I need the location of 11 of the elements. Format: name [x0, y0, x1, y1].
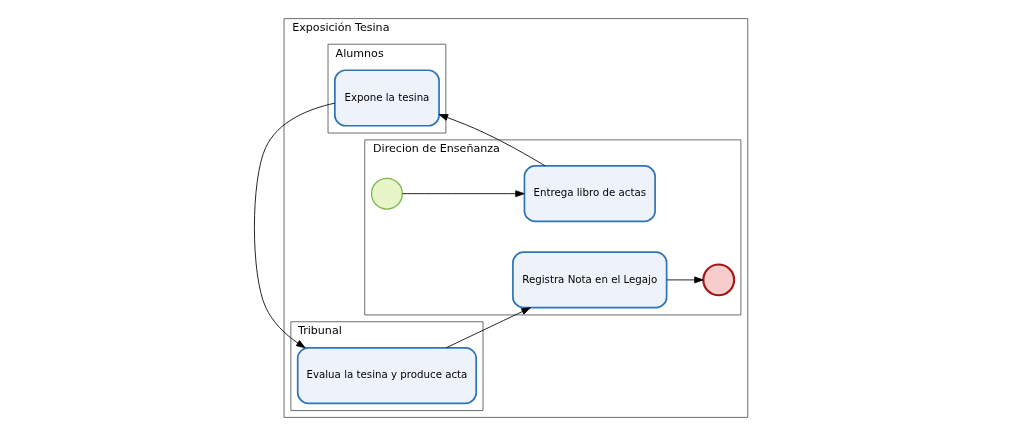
node-box: Expone la tesina: [334, 69, 440, 127]
arrow: [402, 190, 525, 198]
node-box: Evalua la tesina y produce acta: [296, 346, 478, 405]
arrow: [445, 307, 531, 349]
arrow: [666, 276, 704, 284]
arrow: [438, 114, 546, 167]
node-box: Registra Nota en el Legajo: [512, 251, 668, 309]
node-circle: [702, 263, 736, 297]
node-box: Entrega libro de actas: [523, 165, 656, 223]
arrow: [254, 102, 335, 349]
node-circle: [370, 177, 403, 210]
